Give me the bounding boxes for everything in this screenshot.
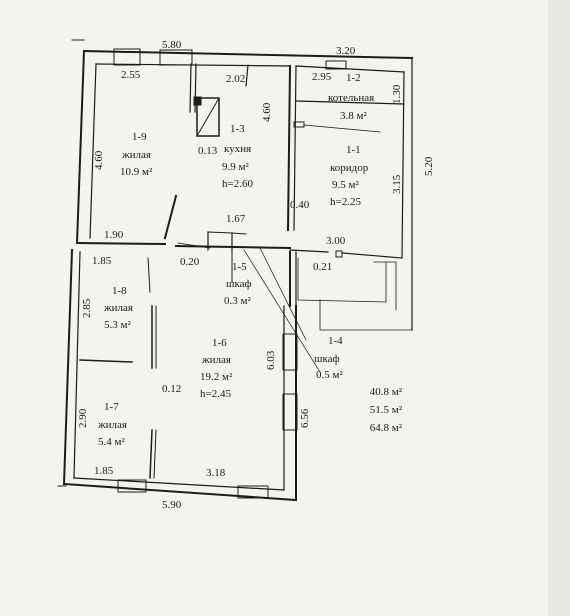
outer-wall-top bbox=[82, 49, 414, 60]
room-name: шкаф bbox=[226, 278, 252, 290]
room-height: h=2.60 bbox=[222, 178, 253, 190]
dim-020: 0.20 bbox=[180, 256, 200, 268]
room-name: коридор bbox=[330, 162, 369, 174]
room-number: 1-5 bbox=[232, 261, 247, 273]
area-totals: 40.8 м² 51.5 м² 64.8 м² bbox=[356, 383, 402, 437]
dim-r13-side: 4.60 bbox=[261, 102, 273, 122]
outer-wall-left-upper bbox=[75, 49, 86, 245]
total-area-3: 64.8 м² bbox=[369, 422, 402, 434]
stove bbox=[196, 97, 220, 137]
dim-r19-side: 4.60 bbox=[93, 150, 105, 170]
room-number: 1-2 bbox=[346, 72, 361, 84]
dim-656: 6.56 bbox=[299, 408, 311, 428]
room-number: 1-1 bbox=[346, 144, 361, 156]
room-area: 9.5 м² bbox=[332, 179, 359, 191]
room-area: 0.3 м² bbox=[224, 295, 251, 307]
room-number: 1-7 bbox=[104, 401, 119, 413]
dim-185-bottom: 1.85 bbox=[94, 465, 114, 477]
dim-021: 0.21 bbox=[313, 261, 333, 273]
room-area: 5.4 м² bbox=[98, 436, 125, 448]
dim-040: 0.40 bbox=[290, 199, 310, 211]
total-area-2: 51.5 м² bbox=[369, 404, 402, 416]
room-name: жилая bbox=[98, 419, 127, 431]
total-area-1: 40.8 м² bbox=[369, 386, 402, 398]
window-mark bbox=[325, 60, 347, 70]
room-number: 1-9 bbox=[132, 131, 147, 143]
room-number: 1-3 bbox=[230, 123, 245, 135]
dim-r19-top: 2.55 bbox=[121, 69, 141, 81]
dim-top-right: 3.20 bbox=[336, 45, 356, 57]
dim-300: 3.00 bbox=[326, 235, 346, 247]
room-height: h=2.25 bbox=[330, 196, 361, 208]
room-number: 1-6 bbox=[212, 337, 227, 349]
room-name: жилая bbox=[202, 354, 231, 366]
room-area: 0.5 м² bbox=[316, 369, 343, 381]
window-mark bbox=[113, 48, 141, 66]
dim-right-side: 5.20 bbox=[423, 156, 435, 176]
room-name: котельная bbox=[328, 92, 375, 104]
dim-r16-side: 6.03 bbox=[265, 350, 277, 370]
dim-r18-side: 2.85 bbox=[81, 298, 93, 318]
window-mark bbox=[117, 479, 147, 493]
dim-r17-side: 2.90 bbox=[77, 408, 89, 428]
outer-wall-left-lower bbox=[62, 248, 74, 486]
room-name: жилая bbox=[122, 149, 151, 161]
window-mark bbox=[237, 485, 269, 499]
room-number: 1-8 bbox=[112, 285, 127, 297]
room-area: 5.3 м² bbox=[104, 319, 131, 331]
room-area: 9.9 м² bbox=[222, 161, 249, 173]
room-name: шкаф bbox=[314, 353, 340, 365]
room-name: жилая bbox=[104, 302, 133, 314]
room-name: кухня bbox=[224, 143, 252, 155]
outer-wall-bottom bbox=[62, 482, 298, 502]
dim-190: 1.90 bbox=[104, 229, 124, 241]
room-number: 1-4 bbox=[328, 335, 343, 347]
dim-r12-top: 2.95 bbox=[312, 71, 332, 83]
room-area: 10.9 м² bbox=[120, 166, 153, 178]
dim-013: 0.13 bbox=[198, 145, 218, 157]
dim-185-top: 1.85 bbox=[92, 255, 112, 267]
dim-r11-side: 3.15 bbox=[391, 174, 403, 194]
dim-bottom-total: 5.90 bbox=[162, 499, 182, 511]
dim-r13-top: 2.02 bbox=[226, 73, 246, 85]
room-area: 3.8 м² bbox=[340, 110, 367, 122]
room-area: 19.2 м² bbox=[200, 371, 233, 383]
dim-top-left: 5.80 bbox=[162, 39, 182, 51]
window-mark bbox=[282, 333, 298, 371]
room-height: h=2.45 bbox=[200, 388, 231, 400]
dim-318: 3.18 bbox=[206, 467, 226, 479]
dim-012: 0.12 bbox=[162, 383, 182, 395]
window-mark bbox=[159, 49, 193, 66]
dim-167: 1.67 bbox=[226, 213, 246, 225]
window-mark bbox=[282, 393, 298, 431]
dim-r12-side: 1.30 bbox=[391, 84, 403, 104]
page-edge-shadow bbox=[548, 0, 570, 616]
